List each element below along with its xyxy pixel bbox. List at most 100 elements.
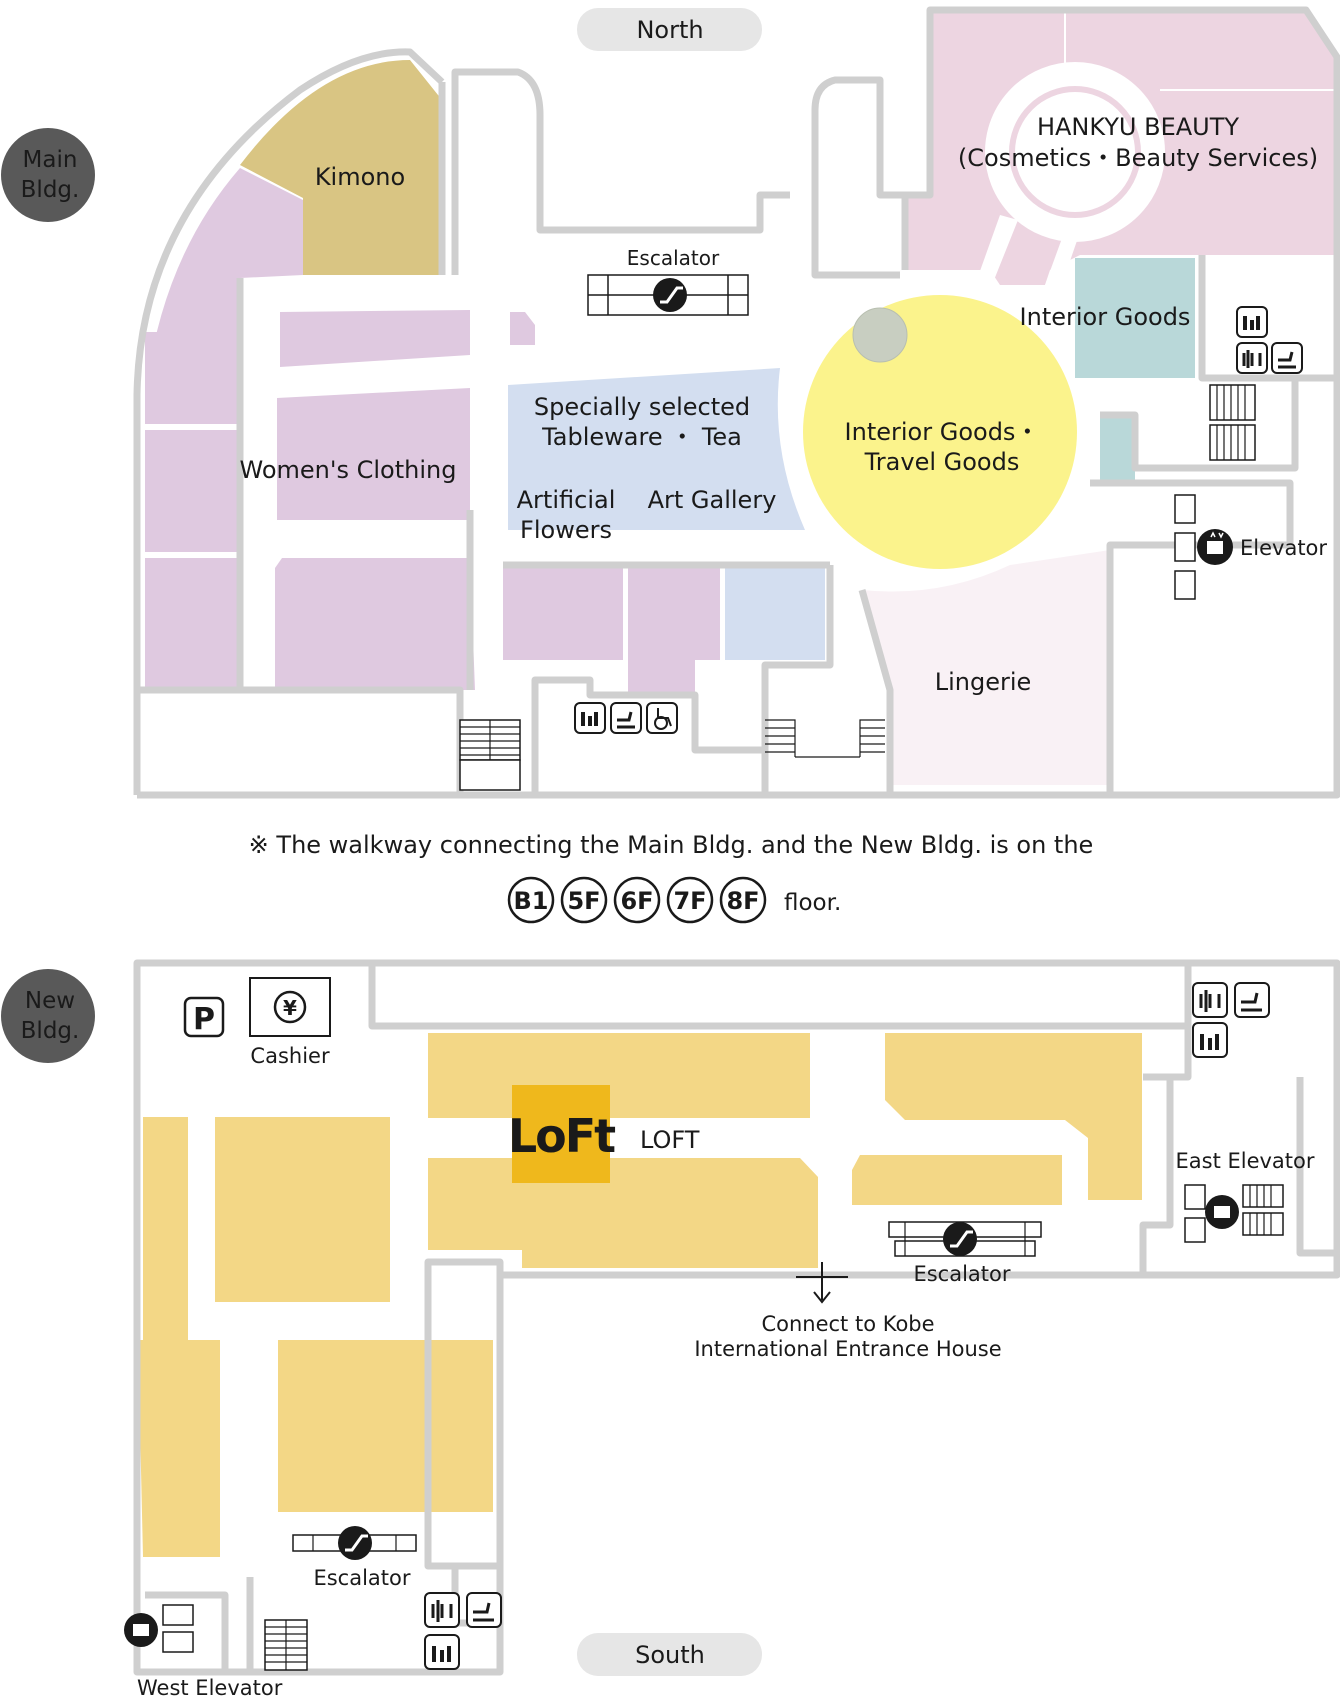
escalator-main-label: Escalator <box>627 246 720 270</box>
facility-icons-main-bottom <box>574 702 678 734</box>
floor-badge-8f: 8F <box>719 876 767 924</box>
svg-text:8F: 8F <box>726 887 759 915</box>
compass-south: South <box>577 1633 762 1676</box>
womens-clothing-lower-block <box>275 558 475 690</box>
svg-text:P: P <box>193 1002 215 1037</box>
loft-logo <box>512 1085 610 1183</box>
facility-icons-new-right <box>1192 982 1270 1058</box>
hankyu-beauty-spur-1 <box>975 215 1018 290</box>
main-outer-wall <box>133 6 1340 799</box>
compass-north: North <box>577 8 762 51</box>
small-purple-block <box>510 312 535 345</box>
stairs-bottom-center-main <box>765 719 885 758</box>
tableware-area <box>508 368 805 530</box>
elevator-main <box>1174 494 1233 600</box>
main-inner-wall-4 <box>137 565 894 795</box>
hankyu-beauty-ring-hole <box>1015 92 1135 212</box>
hankyu-beauty-label: HANKYU BEAUTY(Cosmetics・Beauty Services) <box>958 113 1318 172</box>
purple-block-lower-1 <box>503 565 623 660</box>
elevator-main-label: Elevator <box>1240 536 1327 560</box>
loft-area-top-center <box>428 1033 810 1118</box>
interior-goods-area <box>1075 258 1195 378</box>
womens-clothing-strip-2 <box>145 430 240 552</box>
main-inner-wall-2 <box>811 76 905 279</box>
main-inner-wall-1 <box>438 68 790 275</box>
svg-text:B1: B1 <box>514 887 549 915</box>
womens-clothing-label: Women's Clothing <box>240 456 457 484</box>
new-inner-wall-2 <box>1139 1026 1337 1275</box>
escalator-new-left-label: Escalator <box>313 1566 410 1590</box>
teal-small-area <box>1100 415 1135 483</box>
floor-badge-6f: 6F <box>613 876 661 924</box>
hankyu-beauty-lines <box>1064 10 1337 91</box>
cashier-label: Cashier <box>250 1044 330 1068</box>
loft-area-right-small <box>852 1155 1062 1205</box>
escalator-icon <box>943 1222 977 1256</box>
new-inner-wall-1 <box>368 963 1192 1030</box>
loft-logo-text: LoFt <box>508 1109 615 1163</box>
loft-label: LOFT <box>640 1126 700 1154</box>
interior-travel-area <box>803 295 1077 569</box>
escalator-icon <box>653 278 687 312</box>
walkway-floor-badges: B1 5F 6F 7F 8F <box>507 876 767 924</box>
west-elevator <box>124 1604 308 1671</box>
facility-icons-main-right <box>1236 306 1303 374</box>
interior-travel-label: Interior Goods・Travel Goods <box>845 418 1040 476</box>
purple-block-lower-2 <box>628 565 720 695</box>
loft-area-block-1 <box>215 1117 390 1302</box>
hankyu-beauty-ring <box>985 62 1165 242</box>
loft-area-middle <box>428 1158 818 1268</box>
floor-badge-b1: B1 <box>507 876 555 924</box>
kimono-area <box>240 60 442 275</box>
interior-goods-label: Interior Goods <box>1020 303 1191 331</box>
main-inner-wall-5 <box>236 278 830 690</box>
loft-area-top-right <box>885 1033 1142 1200</box>
baby-changing-icon <box>1234 982 1270 1018</box>
floor-badge-7f: 7F <box>666 876 714 924</box>
walkway-note: ※ The walkway connecting the Main Bldg. … <box>249 831 1094 859</box>
pillar <box>852 307 908 363</box>
kimono-label: Kimono <box>315 163 405 191</box>
west-elevator-label: West Elevator <box>137 1676 283 1700</box>
escalator-main <box>587 274 749 316</box>
womens-clothing-strip-3 <box>145 558 240 688</box>
svg-text:7F: 7F <box>673 887 706 915</box>
loft-area-block-2 <box>278 1340 493 1512</box>
lingerie-label: Lingerie <box>935 668 1032 696</box>
east-elevator-label: East Elevator <box>1175 1149 1314 1173</box>
svg-text:¥: ¥ <box>283 996 297 1020</box>
new-inner-wall-3 <box>145 1258 504 1672</box>
womens-clothing-main-block <box>277 388 470 520</box>
escalator-new-right-label: Escalator <box>913 1262 1010 1286</box>
escalator-new-left <box>292 1526 417 1560</box>
main-inner-wall-3 <box>1090 255 1337 795</box>
facility-icons-new-left <box>424 1592 502 1670</box>
womens-clothing-arc-area <box>145 168 303 400</box>
walkway-floor-suffix: floor. <box>784 890 841 916</box>
svg-text:6F: 6F <box>620 887 653 915</box>
new-building-plan: LoFt P ¥ Cashier LOFT East Elevator <box>124 959 1340 1700</box>
east-elevator <box>1184 1184 1284 1243</box>
cashier-icon: ¥ <box>249 977 331 1037</box>
escalator-icon <box>338 1526 372 1560</box>
womens-clothing-strip-1 <box>145 332 240 424</box>
baby-changing-icon <box>466 1592 502 1628</box>
floor-badge-5f: 5F <box>560 876 608 924</box>
svg-text:5F: 5F <box>567 887 600 915</box>
south-label: South <box>635 1641 705 1669</box>
parking-icon: P <box>183 996 225 1038</box>
hankyu-beauty-spur-2 <box>1045 230 1080 290</box>
blue-block-lower <box>725 565 825 660</box>
north-label: North <box>636 16 703 44</box>
main-building-plan <box>133 6 1340 799</box>
escalator-new-right <box>888 1221 1042 1257</box>
connect-arrow <box>796 1262 848 1304</box>
loft-area-block-3 <box>138 1340 220 1557</box>
